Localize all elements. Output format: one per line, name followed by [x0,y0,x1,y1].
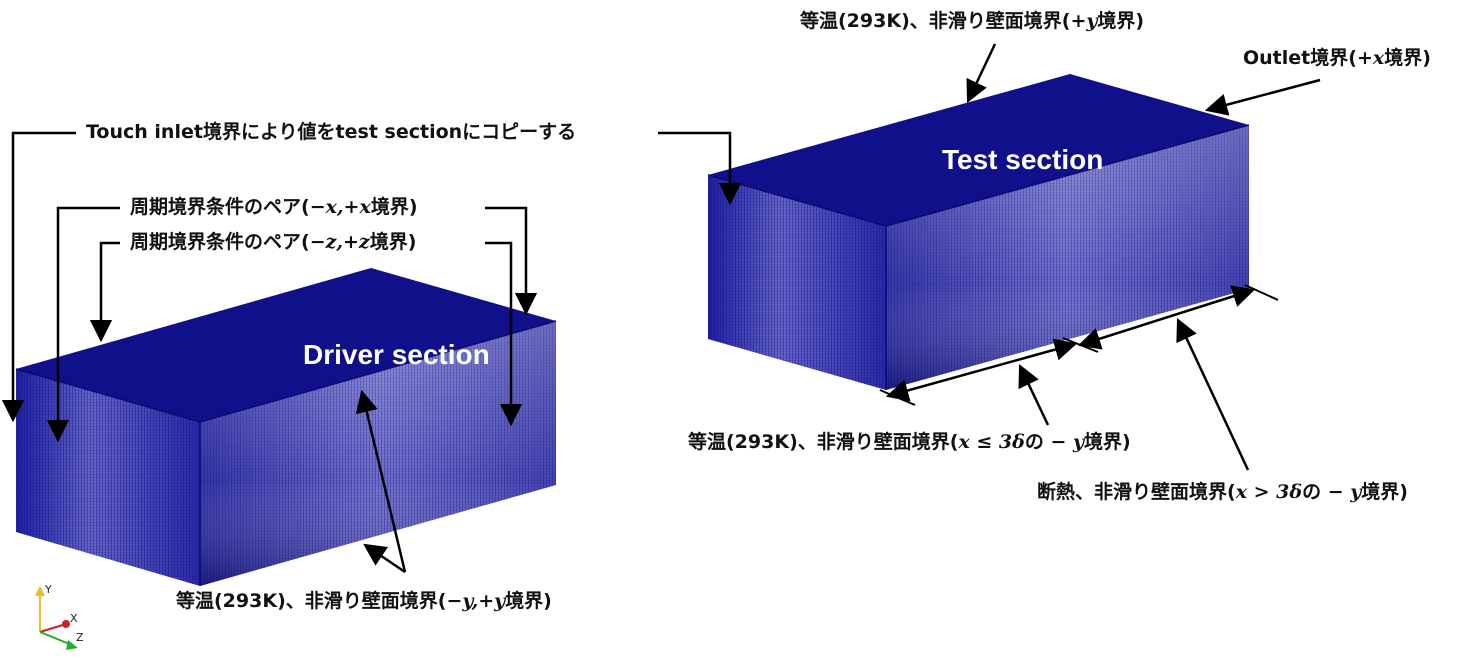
test-top-wall-arrow [966,43,997,104]
outlet-arrow [1204,78,1321,116]
test-section-title: Test section [942,144,1104,175]
outlet-label: Outlet境界(+x境界) [1243,47,1431,69]
axis-triad [35,586,78,650]
adiabatic-label-arrow [1176,317,1250,471]
test-top-wall-label: 等温(293K)、非滑り壁面境界(+y境界) [800,10,1145,32]
touch-inlet-label: Touch inlet境界により値をtest sectionにコピーする [86,121,577,143]
isothermal-span [885,338,1078,402]
driver-wall-label: 等温(293K)、非滑り壁面境界(−y,+y境界) [176,590,552,612]
driver-section-title: Driver section [303,339,490,370]
test-section-mesh [707,74,1250,390]
leader-lines [1,43,1321,574]
periodic-z-label: 周期境界条件のペア(−z,+z境界) [130,231,417,253]
axis-z-label: Z [76,631,84,644]
adiabatic-bottom-label: 断熱、非滑り壁面境界(x > 3δの − y境界) [1037,481,1408,503]
isothermal-bottom-label: 等温(293K)、非滑り壁面境界(x ≤ 3δの − y境界) [688,431,1131,453]
periodic-z-right-arrow [485,241,523,427]
isothermal-label-arrow [1018,363,1050,426]
touch-inlet-left-arrow [1,131,76,423]
driver-wall-arrow-top [355,389,407,573]
touch-inlet-right-arrow [658,131,742,206]
axis-y-label: Y [45,583,52,596]
adiabatic-span [1077,285,1256,350]
driver-section-mesh [15,268,557,586]
periodic-z-left-arrow [89,241,120,343]
driver-wall-arrow-bottom [363,543,406,574]
periodic-x-left-arrow [46,206,120,443]
periodic-x-label: 周期境界条件のペア(−x,+x境界) [130,196,418,218]
axis-x-label: X [70,612,78,625]
periodic-x-right-arrow [485,206,538,316]
